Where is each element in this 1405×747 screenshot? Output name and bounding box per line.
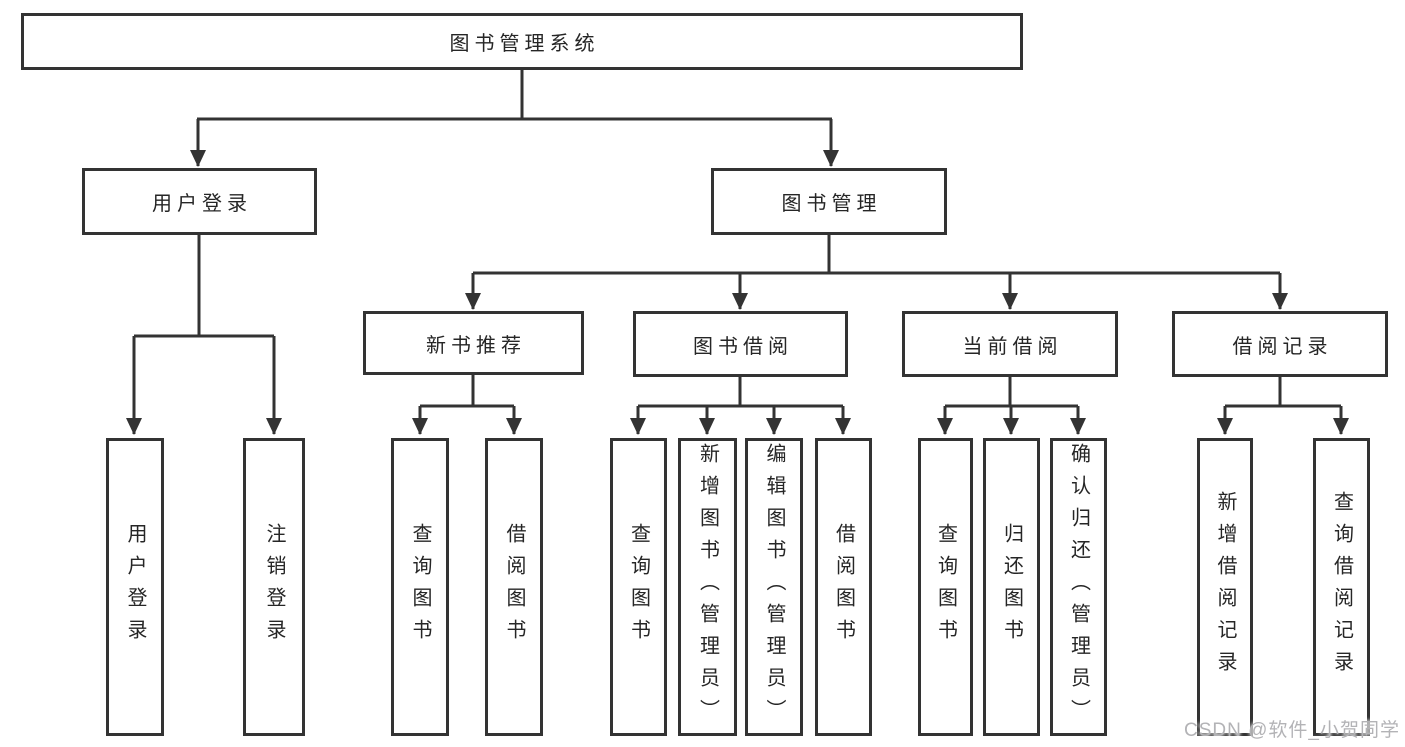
csdn-watermark: CSDN @软件_小贺同学 [1184,720,1400,741]
leaf-current-query-books: 查询图书 [918,438,973,736]
leaf-recommend-borrow-books-label: 借阅图书 [503,523,525,651]
leaf-current-query-books-label: 查询图书 [934,523,957,651]
leaf-recommend-query-books: 查询图书 [391,438,449,736]
leaf-recommend-borrow-books: 借阅图书 [485,438,543,736]
leaf-return-books-label: 归还图书 [1000,523,1023,651]
leaf-add-books-admin-label: 新增图书（管理员） [696,443,719,731]
leaf-logout-label: 注销登录 [263,523,285,651]
leaf-query-borrow-record: 查询借阅记录 [1313,438,1370,736]
leaf-confirm-return-admin: 确认归还（管理员） [1050,438,1107,736]
node-current-borrow: 当前借阅 [902,311,1118,377]
leaf-edit-books-admin-label: 编辑图书（管理员） [763,443,785,731]
leaf-return-books: 归还图书 [983,438,1040,736]
leaf-borrow-query-books-label: 查询图书 [627,523,650,651]
leaf-confirm-return-admin-label: 确认归还（管理员） [1067,443,1090,731]
leaf-add-books-admin: 新增图书（管理员） [678,438,737,736]
node-borrow-record: 借阅记录 [1172,311,1388,377]
leaf-user-login-label: 用户登录 [124,523,146,651]
leaf-borrow-books-label: 借阅图书 [832,523,855,651]
node-user-login: 用户登录 [82,168,317,235]
leaf-borrow-query-books: 查询图书 [610,438,667,736]
node-root-library-system: 图书管理系统 [21,13,1023,70]
leaf-add-borrow-record: 新增借阅记录 [1197,438,1253,736]
leaf-add-borrow-record-label: 新增借阅记录 [1214,491,1236,683]
leaf-recommend-query-books-label: 查询图书 [409,523,431,651]
leaf-edit-books-admin: 编辑图书（管理员） [745,438,803,736]
leaf-logout: 注销登录 [243,438,305,736]
leaf-query-borrow-record-label: 查询借阅记录 [1330,491,1353,683]
leaf-borrow-books: 借阅图书 [815,438,872,736]
node-book-borrow: 图书借阅 [633,311,848,377]
node-book-management: 图书管理 [711,168,947,235]
leaf-user-login: 用户登录 [106,438,164,736]
node-new-book-recommend: 新书推荐 [363,311,584,375]
